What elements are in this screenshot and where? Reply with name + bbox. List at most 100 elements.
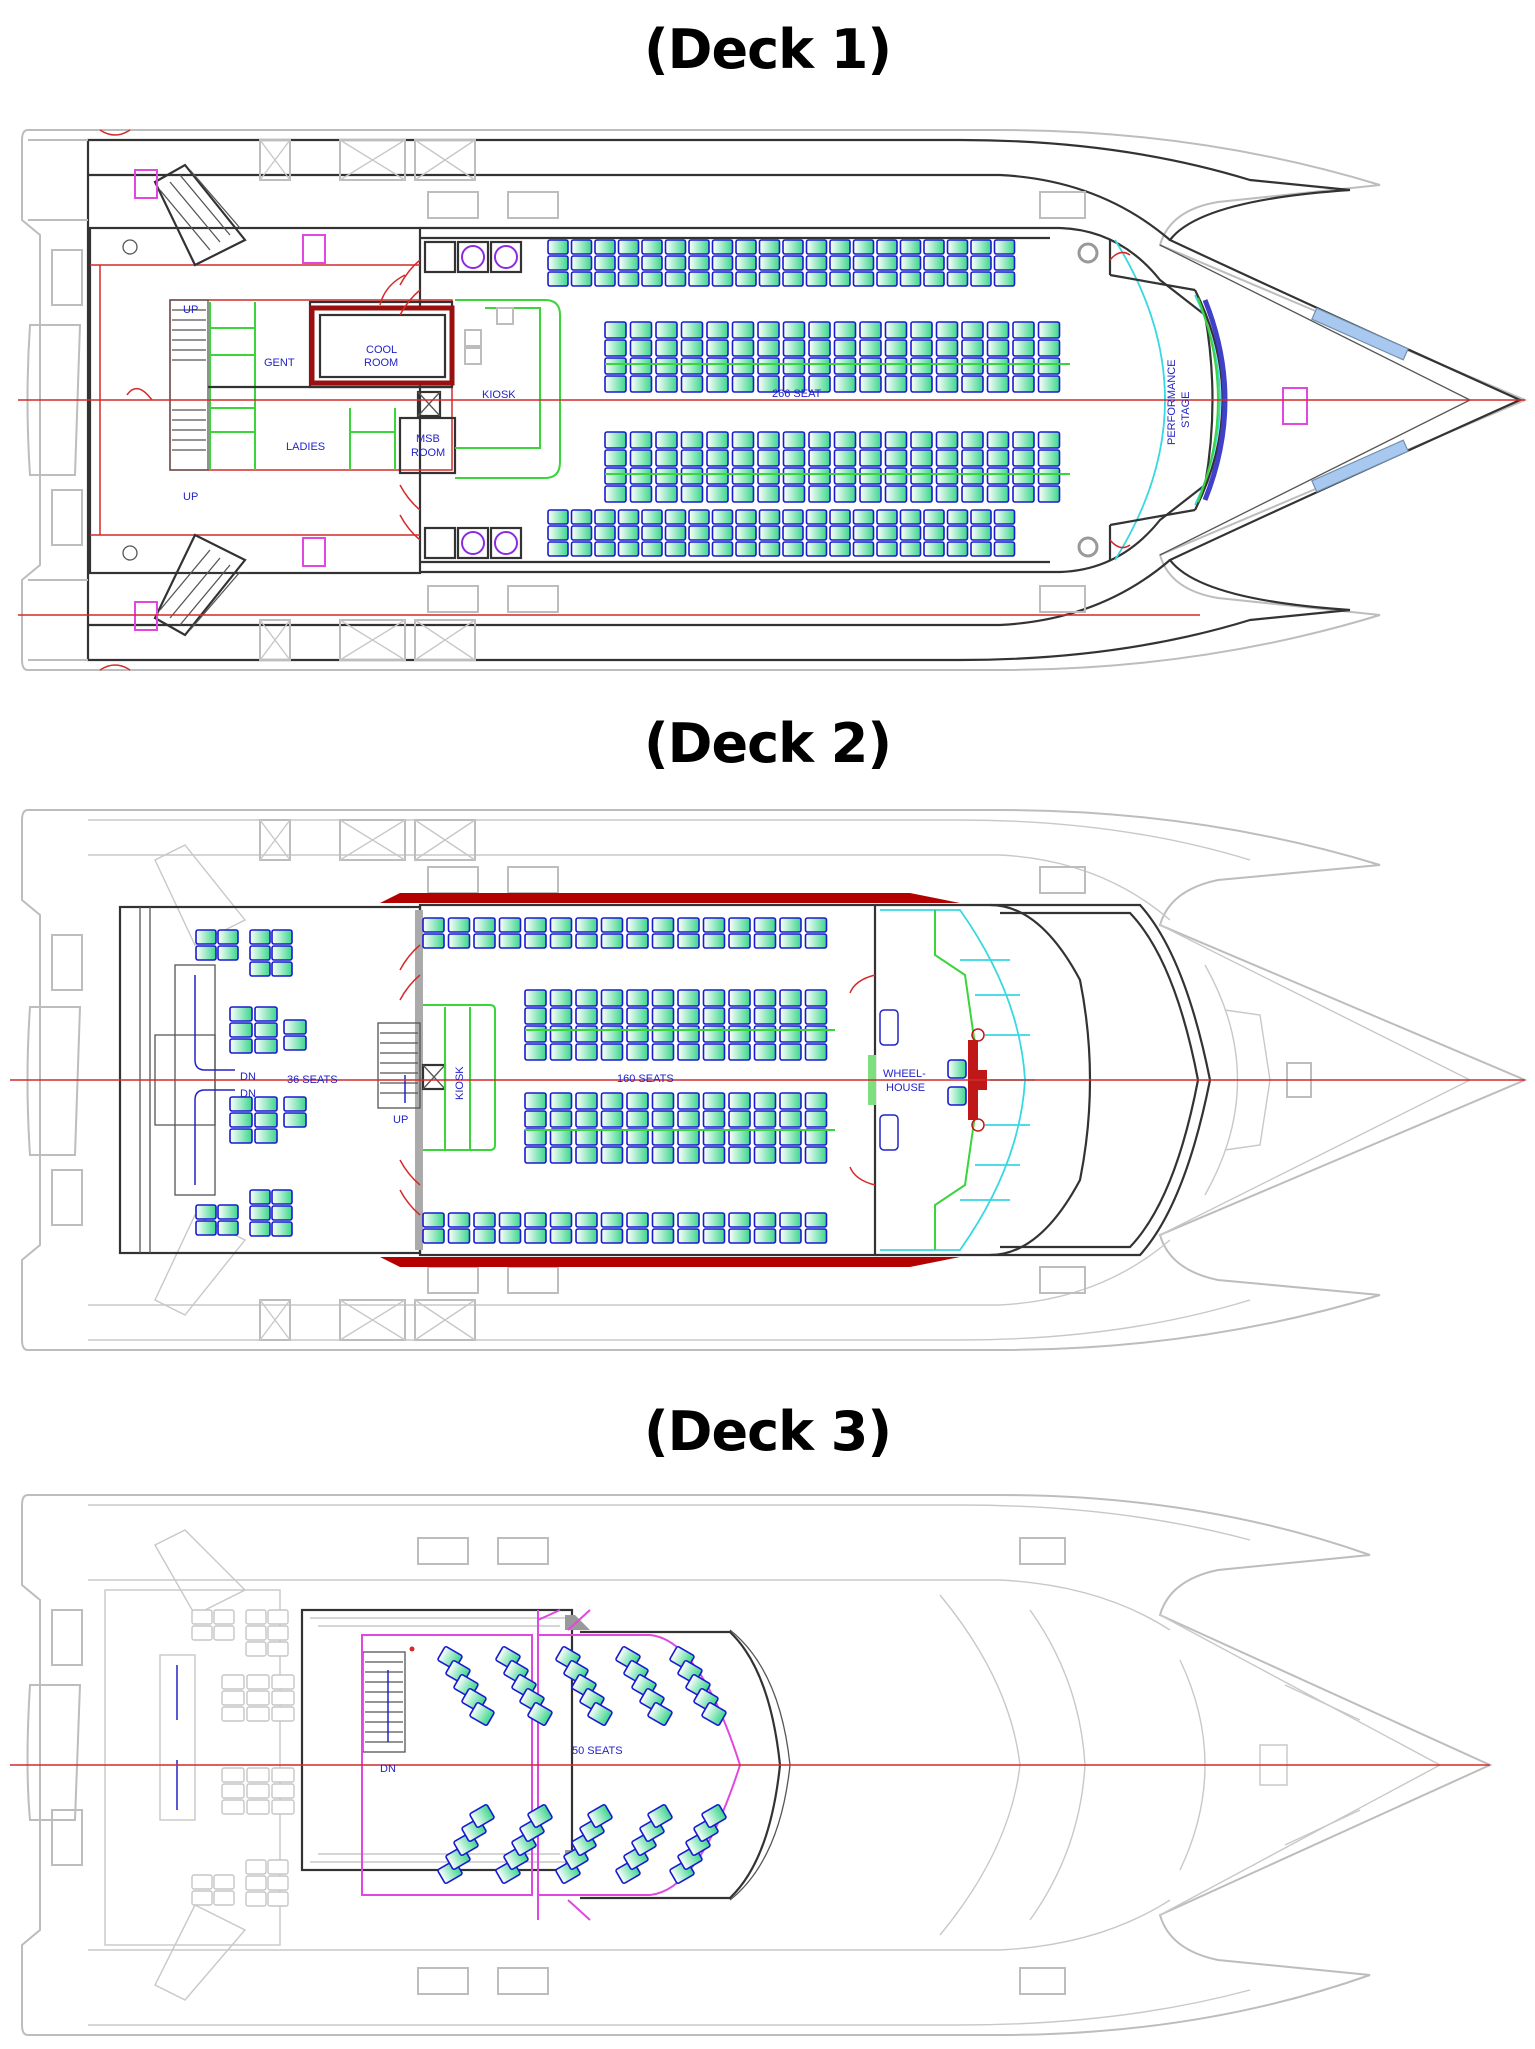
seat: [805, 525, 828, 541]
seat: [651, 1212, 675, 1228]
seat: [680, 375, 704, 393]
seat: [283, 1112, 307, 1128]
seat: [808, 485, 831, 503]
seat: [829, 255, 851, 271]
seat: [706, 449, 729, 467]
seat: [1012, 321, 1035, 339]
seat: [575, 1025, 598, 1043]
seat: [728, 1146, 751, 1164]
seat: [1012, 431, 1035, 449]
seat: [617, 255, 640, 271]
seat: [629, 375, 653, 393]
seat: [961, 357, 984, 375]
seat: [758, 541, 781, 557]
seat: [524, 1146, 547, 1164]
seat: [473, 933, 496, 949]
seat: [604, 431, 627, 449]
seat: [706, 467, 729, 485]
equipment-row: [423, 240, 523, 560]
seat: [677, 1128, 700, 1146]
seat: [833, 375, 857, 393]
seat: [195, 1220, 217, 1236]
seat: [217, 1220, 239, 1236]
seat: [245, 1859, 267, 1875]
seat: [600, 917, 624, 933]
seat: [731, 431, 755, 449]
seat: [993, 239, 1016, 255]
seat: [213, 1625, 235, 1641]
seat: [604, 485, 627, 503]
seat: [267, 1859, 289, 1875]
seat: [986, 449, 1010, 467]
seat: [549, 1146, 573, 1164]
seat: [804, 1228, 828, 1244]
seat: [547, 239, 569, 255]
seat: [899, 271, 922, 287]
seat: [884, 485, 908, 503]
seat: [852, 271, 875, 287]
stairs-aft-top: [153, 163, 247, 267]
seat: [986, 357, 1010, 375]
seat: [641, 525, 663, 541]
seat: [728, 1025, 751, 1043]
seat: [641, 541, 663, 557]
seat: [191, 1890, 213, 1906]
seat: [651, 1092, 675, 1110]
bin-icon: [122, 545, 138, 561]
seat: [946, 541, 969, 557]
seat: [677, 1110, 700, 1128]
seat: [735, 255, 757, 271]
seat: [923, 239, 945, 255]
seat: [191, 1625, 213, 1641]
seat: [549, 1212, 573, 1228]
seat: [575, 1092, 598, 1110]
seat: [805, 271, 828, 287]
seat: [664, 541, 687, 557]
seat: [728, 933, 751, 949]
seat: [626, 1043, 649, 1061]
seat: [731, 485, 755, 503]
seat: [782, 357, 806, 375]
seat: [213, 1890, 235, 1906]
seat: [245, 1875, 267, 1891]
seat: [626, 933, 649, 949]
seat: [498, 1228, 522, 1244]
seat: [753, 1212, 777, 1228]
seat: [782, 271, 804, 287]
seat: [876, 271, 898, 287]
seat: [549, 1110, 573, 1128]
seat: [1012, 357, 1035, 375]
seat: [735, 525, 757, 541]
seat: [549, 1025, 573, 1043]
seat: [804, 1110, 828, 1128]
seat: [753, 1007, 777, 1025]
seat: [804, 1212, 828, 1228]
seat: [604, 357, 627, 375]
seat: [604, 375, 627, 393]
seat: [758, 525, 781, 541]
seat: [600, 1128, 624, 1146]
seat: [884, 339, 908, 357]
seat: [617, 509, 640, 525]
seat: [217, 1204, 239, 1220]
seat: [728, 1043, 751, 1061]
seat: [899, 255, 922, 271]
seat: [852, 509, 875, 525]
seat: [195, 1204, 217, 1220]
seat: [701, 1702, 727, 1726]
seat: [651, 1007, 675, 1025]
label-seat-count: 266 SEAT: [772, 388, 822, 400]
seat: [779, 1025, 802, 1043]
seat: [677, 1007, 700, 1025]
seat: [524, 1228, 547, 1244]
seat: [249, 1205, 271, 1221]
seat: [899, 541, 922, 557]
deck-2-title: (Deck 2): [643, 712, 892, 775]
seat: [524, 933, 547, 949]
label-stage-2: STAGE: [1180, 392, 1192, 428]
seat: [910, 357, 933, 375]
seat: [731, 375, 755, 393]
seat: [245, 1609, 267, 1625]
seat: [473, 1228, 496, 1244]
seat: [804, 1146, 828, 1164]
